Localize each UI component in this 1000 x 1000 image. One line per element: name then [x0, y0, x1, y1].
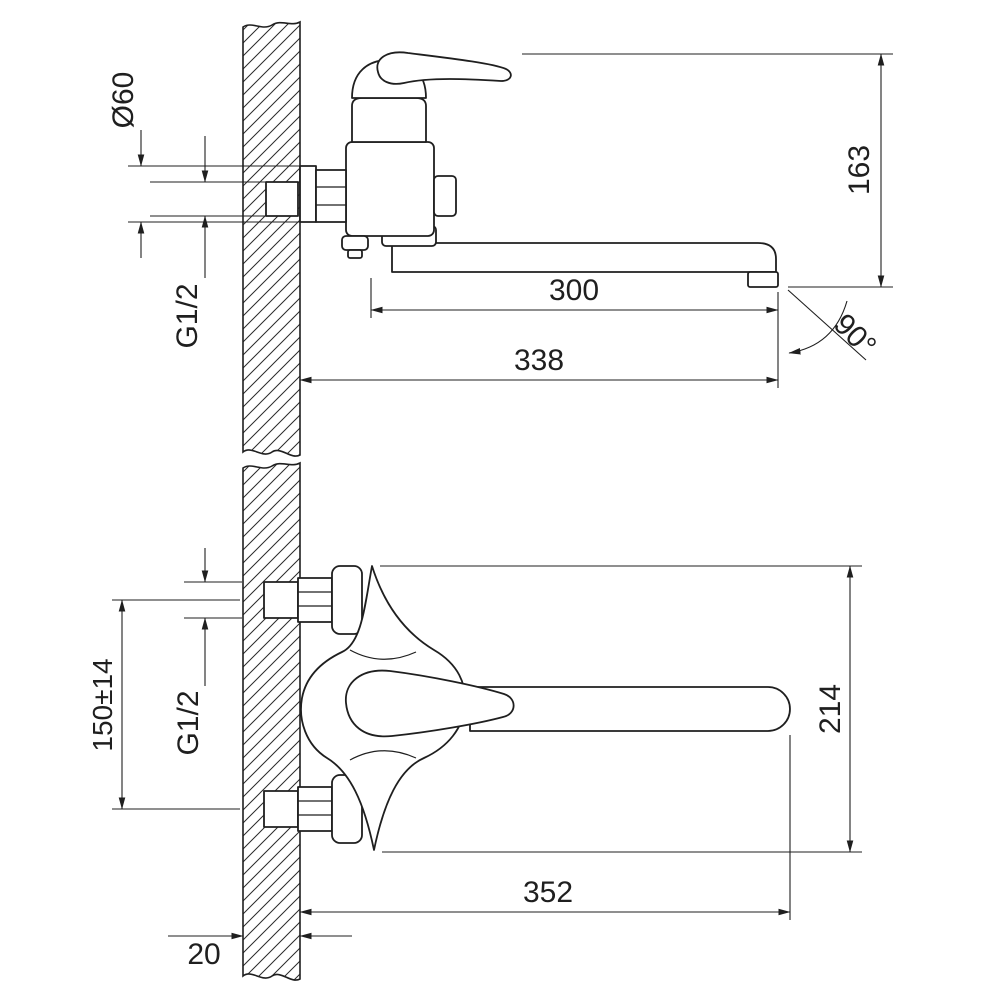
dim-label-352: 352 [523, 876, 573, 909]
body-side [345, 141, 435, 237]
wall-pipe-upper-connection [263, 581, 299, 619]
mounting-nut-side [315, 169, 347, 223]
dim-label-300: 300 [549, 274, 599, 307]
wall-section-lower [242, 461, 301, 981]
dim-swivel-90: 90° [787, 289, 882, 363]
dim-thread-bottom: G1/2 [172, 548, 242, 756]
dim-overall-reach-338: 338 [299, 344, 779, 384]
dim-label-150: 150±14 [87, 658, 118, 751]
dim-height-163: 163 [522, 53, 893, 288]
wall-section-upper [242, 20, 301, 457]
dim-label-338: 338 [514, 344, 564, 377]
diverter-knob [433, 175, 457, 217]
handle-lever-side [376, 51, 512, 85]
dim-label-90deg: 90° [827, 308, 882, 363]
dim-hole-centers-150: 150±14 [87, 599, 240, 810]
wall-pipe-side-view [265, 181, 299, 217]
dim-overall-length-352: 352 [299, 735, 791, 920]
faucet-side-view [299, 51, 779, 288]
mounting-nut-lower [297, 786, 333, 832]
mounting-nut-upper [297, 577, 333, 623]
dim-thread-top: G1/2 [150, 136, 266, 349]
dim-label-thread-bottom: G1/2 [172, 690, 205, 755]
escutcheon-ring [299, 165, 317, 223]
dim-spout-reach-300: 300 [370, 274, 779, 388]
faucet-front-view [297, 565, 791, 851]
spout-front [469, 686, 791, 732]
dim-label-163: 163 [843, 145, 876, 195]
pull-knob-stem [347, 249, 363, 259]
wall-pipe-lower-connection [263, 790, 299, 828]
dim-label-dia60: Ø60 [107, 72, 140, 129]
dim-label-20: 20 [187, 938, 220, 971]
dim-body-height-214: 214 [380, 565, 862, 853]
pull-knob [341, 235, 369, 251]
handle-lever-front [345, 669, 515, 738]
dim-wall-thickness-20: 20 [168, 932, 352, 971]
dim-escutcheon-diameter: Ø60 [107, 72, 300, 258]
dim-label-214: 214 [814, 684, 847, 734]
dim-label-thread-top: G1/2 [171, 283, 204, 348]
spout-side [391, 242, 777, 273]
flange-upper [331, 565, 363, 635]
aerator [747, 271, 779, 288]
cartridge-collar [351, 97, 427, 143]
